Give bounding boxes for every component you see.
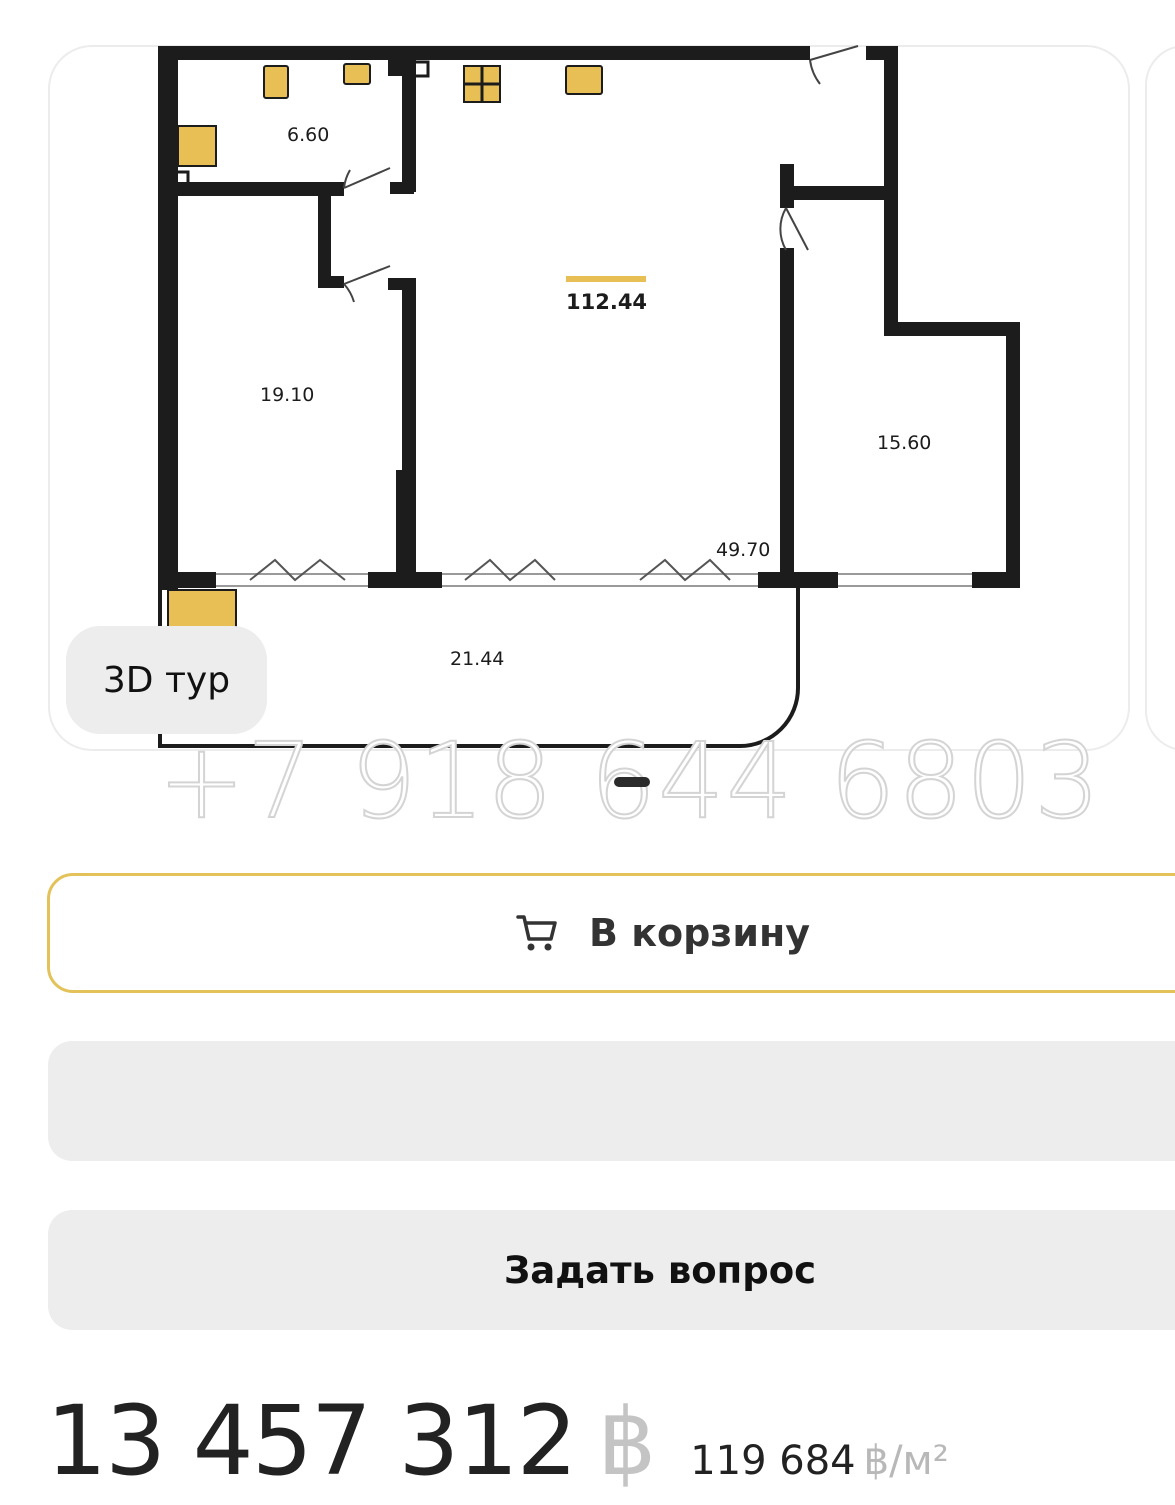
room-area-living: 112.44 <box>566 290 647 314</box>
room-area-bathroom: 6.60 <box>287 124 329 146</box>
room-area-terrace: 21.44 <box>450 648 504 670</box>
price-per-square: 119 684 <box>690 1438 856 1484</box>
room-area-hall: 49.70 <box>716 539 770 561</box>
room-area-bedroom-right: 15.60 <box>877 432 931 454</box>
carousel-indicator[interactable] <box>614 777 650 787</box>
ask-question-label: Задать вопрос <box>504 1248 817 1292</box>
add-to-cart-button[interactable]: В корзину <box>47 873 1175 993</box>
room-area-bedroom-left: 19.10 <box>260 384 314 406</box>
add-to-cart-label: В корзину <box>589 911 811 955</box>
price-per-square-unit: ฿/м² <box>863 1438 949 1484</box>
ask-question-button[interactable]: Задать вопрос <box>48 1210 1175 1330</box>
placeholder-button[interactable] <box>48 1041 1175 1161</box>
3d-tour-label: 3D тур <box>102 659 231 701</box>
total-price: 13 457 312 <box>46 1385 578 1497</box>
3d-tour-button[interactable]: 3D тур <box>66 626 267 734</box>
cart-icon <box>516 915 557 951</box>
price-row: 13 457 312 ฿ 119 684 ฿/м² <box>46 1385 949 1497</box>
floorplan: 6.60 19.10 112.44 15.60 49.70 21.44 <box>158 45 1020 748</box>
currency-symbol: ฿ <box>597 1389 657 1496</box>
